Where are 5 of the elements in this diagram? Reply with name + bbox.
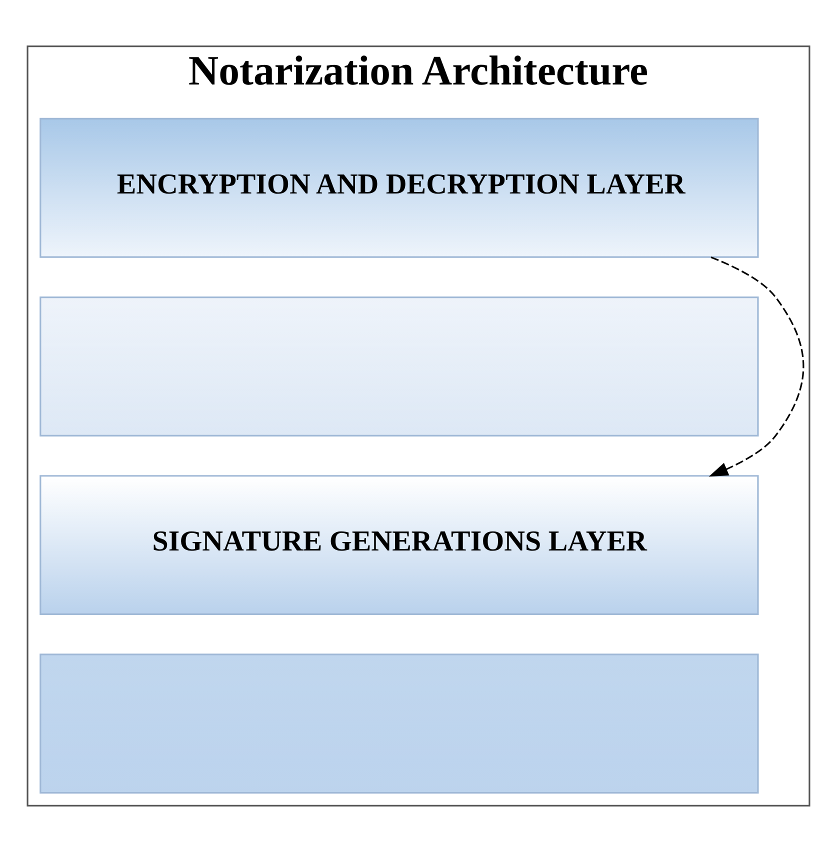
node-box: ENCRYPTION AND DECRYPTION LAYER: [40, 117, 759, 258]
arrow: [708, 256, 804, 476]
node-box: SIGNATURE GENERATIONS LAYER: [40, 474, 759, 615]
node-box: [40, 296, 759, 436]
node-box: [40, 653, 759, 794]
